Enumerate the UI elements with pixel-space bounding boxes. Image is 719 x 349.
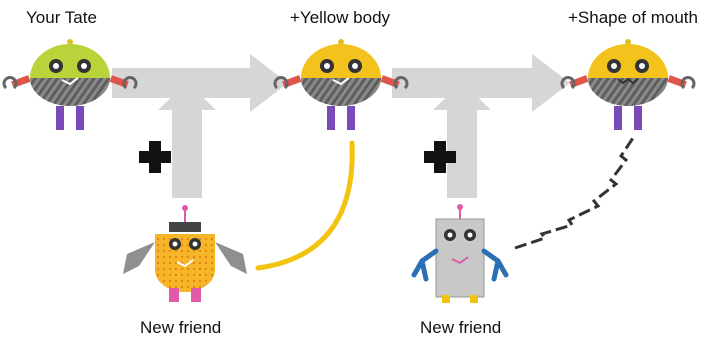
- plus-icon: [424, 141, 456, 173]
- trait-line-yellow-body: [255, 140, 355, 271]
- stage-label-yellow-body: +Yellow body: [290, 8, 391, 27]
- robot-new-friend-grey: [411, 204, 509, 303]
- friend-label-1: New friend: [140, 318, 222, 337]
- plus-icon: [139, 141, 171, 173]
- trait-line-mouth-shape: [514, 137, 635, 250]
- robot-new-friend-orange: [123, 205, 247, 302]
- robot-shape-of-mouth: [560, 39, 696, 130]
- friend-label-2: New friend: [420, 318, 502, 337]
- robot-yellow-body: [273, 39, 409, 130]
- arrow-friend2-up: [433, 82, 491, 198]
- arrow-stage2-to-stage3: [392, 54, 570, 112]
- robot-your-tate: [2, 39, 138, 130]
- stage-label-shape-of-mouth: +Shape of mouth: [568, 8, 698, 27]
- arrow-friend1-up: [158, 82, 216, 198]
- stage-label-your-tate: Your Tate: [26, 8, 97, 27]
- arrow-stage1-to-stage2: [112, 54, 288, 112]
